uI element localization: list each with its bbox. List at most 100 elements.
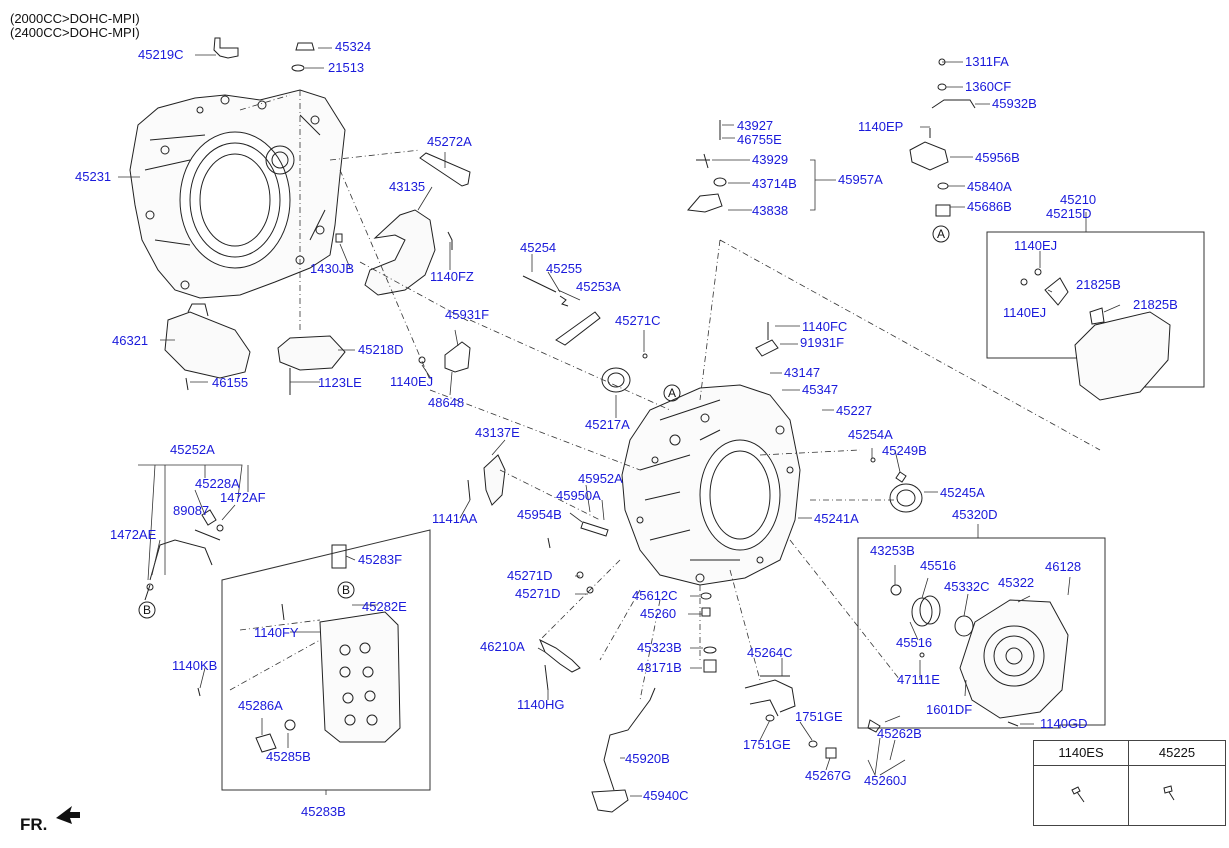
part-label-45283f[interactable]: 45283F [358, 552, 403, 567]
part-label-45252a[interactable]: 45252A [170, 442, 215, 457]
bolt-1140es-icon [1071, 786, 1085, 803]
part-label-1140fc[interactable]: 1140FC [802, 319, 848, 334]
part-label-43253b[interactable]: 43253B [870, 543, 915, 558]
part-label-1472ae[interactable]: 1472AE [110, 527, 157, 542]
table-header-1140es[interactable]: 1140ES [1034, 741, 1129, 766]
part-label-45217a[interactable]: 45217A [585, 417, 630, 432]
part-label-45260[interactable]: 45260 [640, 606, 677, 621]
part-label-1360cf[interactable]: 1360CF [965, 79, 1012, 94]
part-label-1430jb[interactable]: 1430JB [310, 261, 355, 276]
part-label-47111e[interactable]: 47111E [897, 672, 940, 687]
cover-45322-drawing [959, 599, 1069, 719]
part-label-45228a[interactable]: 45228A [195, 476, 240, 491]
part-label-89087[interactable]: 89087 [173, 503, 210, 518]
part-label-48648[interactable]: 48648 [428, 395, 465, 410]
part-label-45254[interactable]: 45254 [520, 240, 557, 255]
part-label-43929[interactable]: 43929 [752, 152, 789, 167]
group-box-45320d [857, 537, 1106, 729]
part-label-45227[interactable]: 45227 [836, 403, 873, 418]
part-label-1601df[interactable]: 1601DF [926, 702, 973, 717]
part-label-46321[interactable]: 46321 [112, 333, 149, 348]
part-label-45249b[interactable]: 45249B [882, 443, 927, 458]
part-label-43927[interactable]: 43927 [737, 118, 774, 133]
part-label-43137e[interactable]: 43137E [475, 425, 520, 440]
part-label-45255[interactable]: 45255 [546, 261, 583, 276]
part-label-45272a[interactable]: 45272A [427, 134, 472, 149]
part-label-1751ge-a[interactable]: 1751GE [795, 709, 843, 724]
part-label-45253a[interactable]: 45253A [576, 279, 621, 294]
part-label-1123le[interactable]: 1123LE [318, 375, 362, 390]
part-label-1140hg[interactable]: 1140HG [517, 697, 565, 712]
part-label-45271c[interactable]: 45271C [615, 313, 661, 328]
part-label-45282e[interactable]: 45282E [362, 599, 407, 614]
part-label-45324[interactable]: 45324 [335, 39, 372, 54]
part-label-46210a[interactable]: 46210A [480, 639, 525, 654]
plug-45324-drawing [295, 42, 315, 51]
part-label-45950a[interactable]: 45950A [556, 488, 601, 503]
part-label-45271d-a[interactable]: 45271D [507, 568, 553, 583]
part-label-1311fa[interactable]: 1311FA [965, 54, 1009, 69]
part-label-45267g[interactable]: 45267G [805, 768, 852, 783]
sensor-46210a-drawing [539, 638, 581, 673]
part-label-46155[interactable]: 46155 [212, 375, 249, 390]
part-label-45840a[interactable]: 45840A [967, 179, 1012, 194]
part-label-45347[interactable]: 45347 [802, 382, 839, 397]
part-label-43838[interactable]: 43838 [752, 203, 789, 218]
part-label-46128[interactable]: 46128 [1045, 559, 1082, 574]
table-header-45225[interactable]: 45225 [1129, 741, 1225, 766]
part-label-45322[interactable]: 45322 [998, 575, 1035, 590]
part-label-45954b[interactable]: 45954B [517, 507, 562, 522]
part-label-46755e[interactable]: 46755E [737, 132, 782, 147]
part-label-45940c[interactable]: 45940C [643, 788, 689, 803]
part-label-1751ge-b[interactable]: 1751GE [743, 737, 791, 752]
part-label-43171b[interactable]: 43171B [637, 660, 682, 675]
part-label-45215d[interactable]: 45215D [1046, 206, 1092, 221]
part-label-45241a[interactable]: 45241A [814, 511, 859, 526]
part-label-45218d[interactable]: 45218D [358, 342, 404, 357]
part-label-45286a[interactable]: 45286A [238, 698, 283, 713]
lever-43838-drawing [687, 193, 723, 213]
part-label-21825b-a[interactable]: 21825B [1076, 277, 1121, 292]
part-label-45219c[interactable]: 45219C [138, 47, 184, 62]
part-label-45516-a[interactable]: 45516 [920, 558, 957, 573]
part-label-45920b[interactable]: 45920B [625, 751, 670, 766]
part-label-1140fz[interactable]: 1140FZ [430, 269, 474, 284]
part-label-45320d[interactable]: 45320D [952, 507, 998, 522]
part-label-45210[interactable]: 45210 [1060, 192, 1097, 207]
part-label-1140gd[interactable]: 1140GD [1040, 716, 1088, 731]
part-label-21513[interactable]: 21513 [328, 60, 365, 75]
part-label-45332c[interactable]: 45332C [944, 579, 990, 594]
part-label-1141aa[interactable]: 1141AA [432, 511, 478, 526]
part-label-43135[interactable]: 43135 [389, 179, 426, 194]
part-label-1472af[interactable]: 1472AF [220, 490, 266, 505]
part-label-45686b[interactable]: 45686B [967, 199, 1012, 214]
part-label-1140fy[interactable]: 1140FY [254, 625, 299, 640]
part-label-45285b[interactable]: 45285B [266, 749, 311, 764]
part-label-45931f[interactable]: 45931F [445, 307, 490, 322]
part-label-45260j[interactable]: 45260J [864, 773, 907, 788]
part-label-45254a[interactable]: 45254A [848, 427, 893, 442]
part-label-1140ej-c[interactable]: 1140EJ [1003, 305, 1047, 320]
part-label-45516-b[interactable]: 45516 [896, 635, 933, 650]
cover-43135-drawing [364, 209, 436, 296]
part-label-45231[interactable]: 45231 [75, 169, 112, 184]
part-label-43147[interactable]: 43147 [784, 365, 821, 380]
part-label-45245a[interactable]: 45245A [940, 485, 985, 500]
part-label-21825b-b[interactable]: 21825B [1133, 297, 1178, 312]
part-label-45264c[interactable]: 45264C [747, 645, 793, 660]
part-label-43714b[interactable]: 43714B [752, 176, 797, 191]
part-label-1140ej-b[interactable]: 1140EJ [1014, 238, 1058, 253]
part-label-45957a[interactable]: 45957A [838, 172, 883, 187]
part-label-45932b[interactable]: 45932B [992, 96, 1037, 111]
part-label-45952a[interactable]: 45952A [578, 471, 623, 486]
part-label-45271d-b[interactable]: 45271D [515, 586, 561, 601]
part-label-45323b[interactable]: 45323B [637, 640, 682, 655]
part-label-45612c[interactable]: 45612C [632, 588, 678, 603]
part-label-91931f[interactable]: 91931F [800, 335, 845, 350]
part-label-45956b[interactable]: 45956B [975, 150, 1020, 165]
part-label-45262b[interactable]: 45262B [877, 726, 922, 741]
part-label-1140ep[interactable]: 1140EP [858, 119, 904, 134]
part-label-1140kb[interactable]: 1140KB [172, 658, 218, 673]
part-label-1140ej-a[interactable]: 1140EJ [390, 374, 434, 389]
part-label-45283b[interactable]: 45283B [301, 804, 346, 819]
